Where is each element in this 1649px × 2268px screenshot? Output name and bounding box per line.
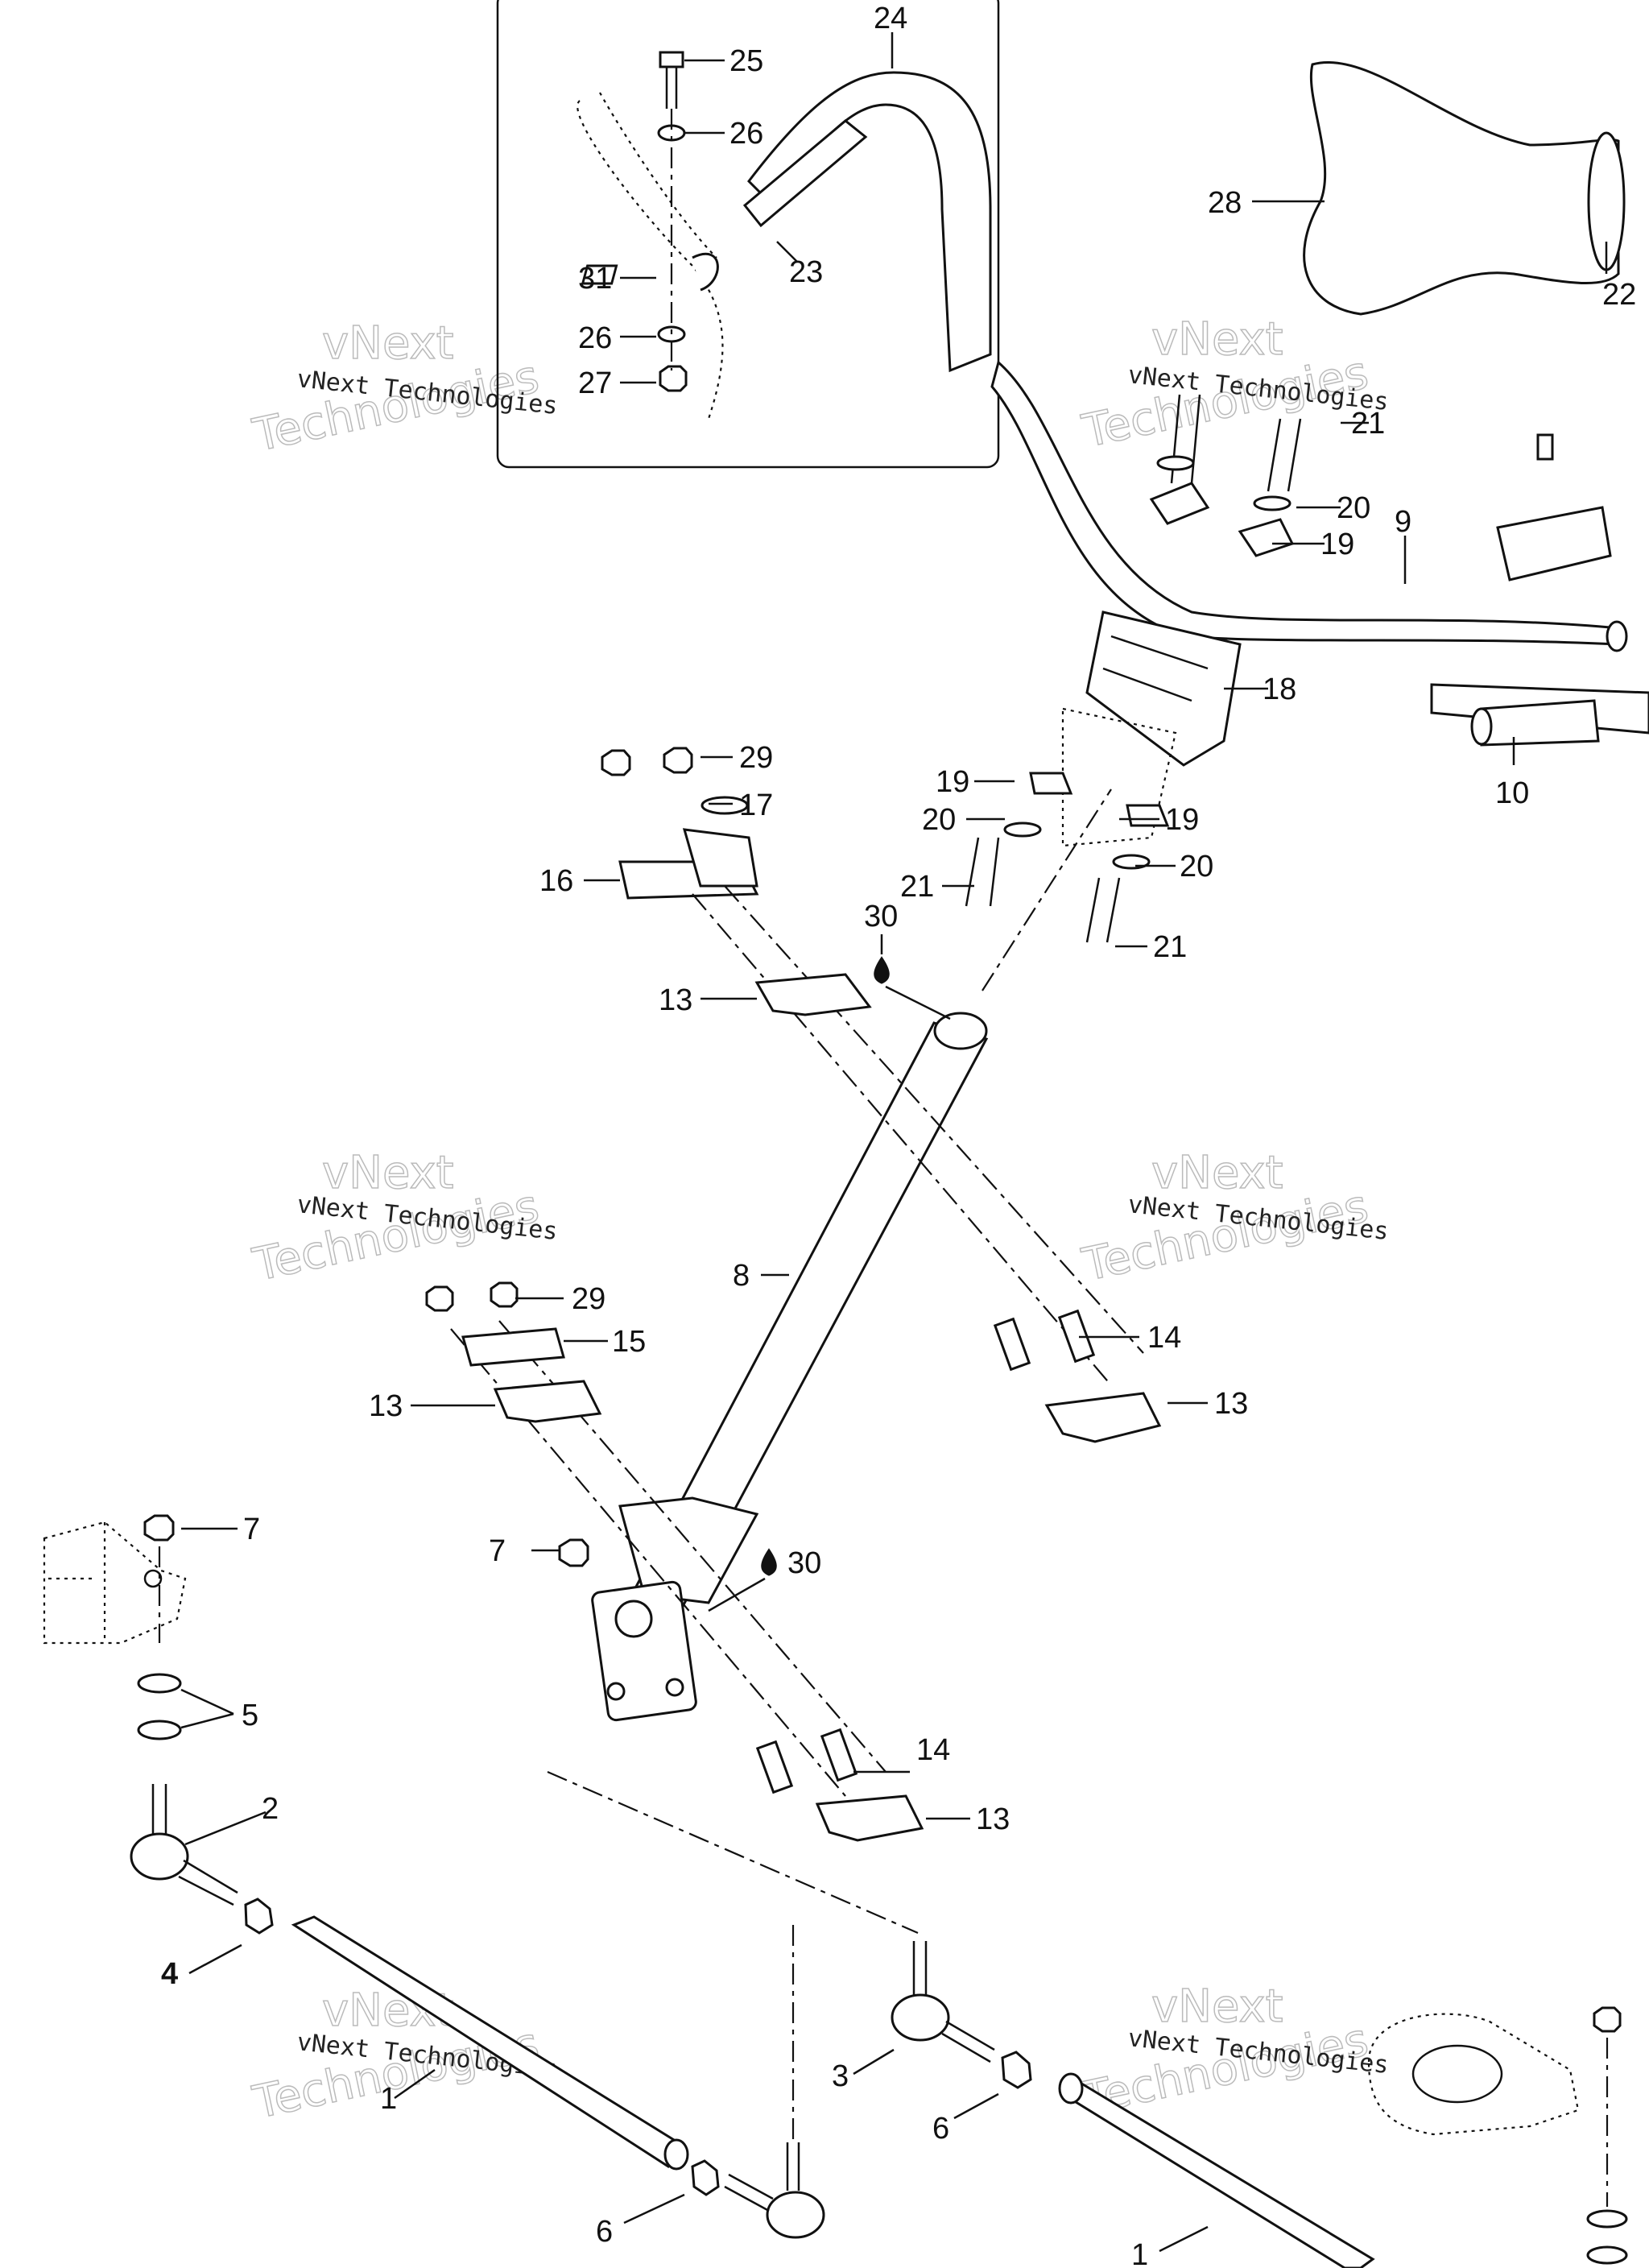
watermark-top-left: vNext Technologies vNext Technologies — [248, 317, 559, 462]
callout-23: 23 — [789, 255, 823, 289]
watermark-mid-right: vNext Technologies vNext Technologies — [1077, 1146, 1390, 1292]
svg-text:vNext: vNext — [1151, 313, 1283, 366]
callout-30-top: 30 — [864, 900, 898, 933]
callout-19-right: 19 — [1165, 803, 1199, 837]
tie-rod-left — [291, 1915, 720, 2196]
watermark-top-right: vNext Technologies vNext Technologies — [1077, 312, 1390, 458]
callout-8: 8 — [733, 1259, 750, 1293]
callout-1-left: 1 — [380, 2082, 397, 2116]
callout-22: 22 — [1602, 278, 1636, 312]
svg-text:vNext: vNext — [1151, 1147, 1283, 1199]
tie-rod-right — [1058, 2072, 1375, 2268]
callout-1-right: 1 — [1131, 2238, 1148, 2268]
callout-7-mid: 7 — [489, 1534, 506, 1568]
callout-19-left: 19 — [936, 765, 969, 799]
callout-21-left: 21 — [900, 870, 934, 904]
callout-26b: 26 — [578, 321, 612, 355]
callout-13-low: 13 — [976, 1802, 1010, 1836]
throttle-housing — [1496, 433, 1612, 581]
tie-rod-end-right — [547, 1770, 1032, 2089]
callout-20-right: 20 — [1180, 850, 1213, 884]
callout-7-left: 7 — [243, 1513, 260, 1546]
callout-2: 2 — [262, 1792, 279, 1826]
handlebar-clamp — [965, 394, 1302, 943]
callout-21-top: 21 — [1351, 407, 1385, 441]
callout-5: 5 — [242, 1699, 258, 1732]
svg-text:vNext: vNext — [322, 317, 454, 370]
callout-20-top: 20 — [1337, 491, 1370, 525]
callout-24: 24 — [874, 2, 907, 35]
callout-13-right: 13 — [1214, 1387, 1248, 1421]
watermark-bottom-right: vNext Technologies vNext Technologies — [1077, 1980, 1390, 2125]
callout-6-bottom: 6 — [596, 2215, 613, 2249]
callout-4: 4 — [161, 1957, 178, 1991]
steering-column — [591, 788, 1112, 1722]
svg-text:vNext: vNext — [322, 1147, 454, 1199]
callout-28: 28 — [1208, 186, 1242, 220]
callout-30-mid: 30 — [787, 1546, 821, 1580]
callout-14-low: 14 — [916, 1733, 950, 1767]
upper-hardware — [601, 747, 951, 1020]
inset-detail-box — [496, 0, 1000, 469]
windshield-cover — [1303, 61, 1626, 316]
svg-text:vNext: vNext — [1151, 1980, 1283, 2033]
callout-16: 16 — [539, 864, 573, 898]
leader-lines — [180, 32, 1608, 2253]
callout-15: 15 — [612, 1325, 646, 1359]
callout-25: 25 — [729, 44, 763, 78]
callout-13-top: 13 — [659, 983, 692, 1017]
tie-rod-end-bottom — [724, 1925, 825, 2239]
right-bracket-dotted — [1367, 2006, 1628, 2265]
left-bracket-dotted — [43, 1521, 187, 1645]
callout-9: 9 — [1395, 505, 1411, 539]
upper-cross-arm — [618, 828, 1162, 1443]
callout-3: 3 — [832, 2059, 849, 2093]
callout-13-left: 13 — [369, 1389, 403, 1423]
callout-20-left: 20 — [922, 803, 956, 837]
tie-rod-end-left — [130, 1514, 274, 1935]
callout-29-mid: 29 — [572, 1282, 605, 1316]
callout-21-right: 21 — [1153, 930, 1187, 964]
grip-heater — [1430, 683, 1649, 747]
callout-27: 27 — [578, 366, 612, 400]
mid-hardware — [558, 1538, 777, 1612]
callout-6-right: 6 — [932, 2112, 949, 2146]
callout-19-top: 19 — [1320, 528, 1354, 561]
callout-26: 26 — [729, 117, 763, 151]
callout-10: 10 — [1495, 776, 1529, 810]
lower-cross-arm — [425, 1281, 924, 1842]
callout-17: 17 — [739, 788, 773, 822]
watermark-mid-left: vNext Technologies vNext Technologies — [248, 1146, 559, 1292]
handlebar — [990, 360, 1628, 652]
callout-31: 31 — [578, 262, 612, 296]
callout-14-right: 14 — [1147, 1321, 1181, 1355]
callout-18: 18 — [1263, 673, 1296, 706]
callout-29-top: 29 — [739, 741, 773, 775]
callout-labels: 25 26 24 31 23 26 27 28 22 21 20 19 9 18… — [161, 2, 1636, 2268]
